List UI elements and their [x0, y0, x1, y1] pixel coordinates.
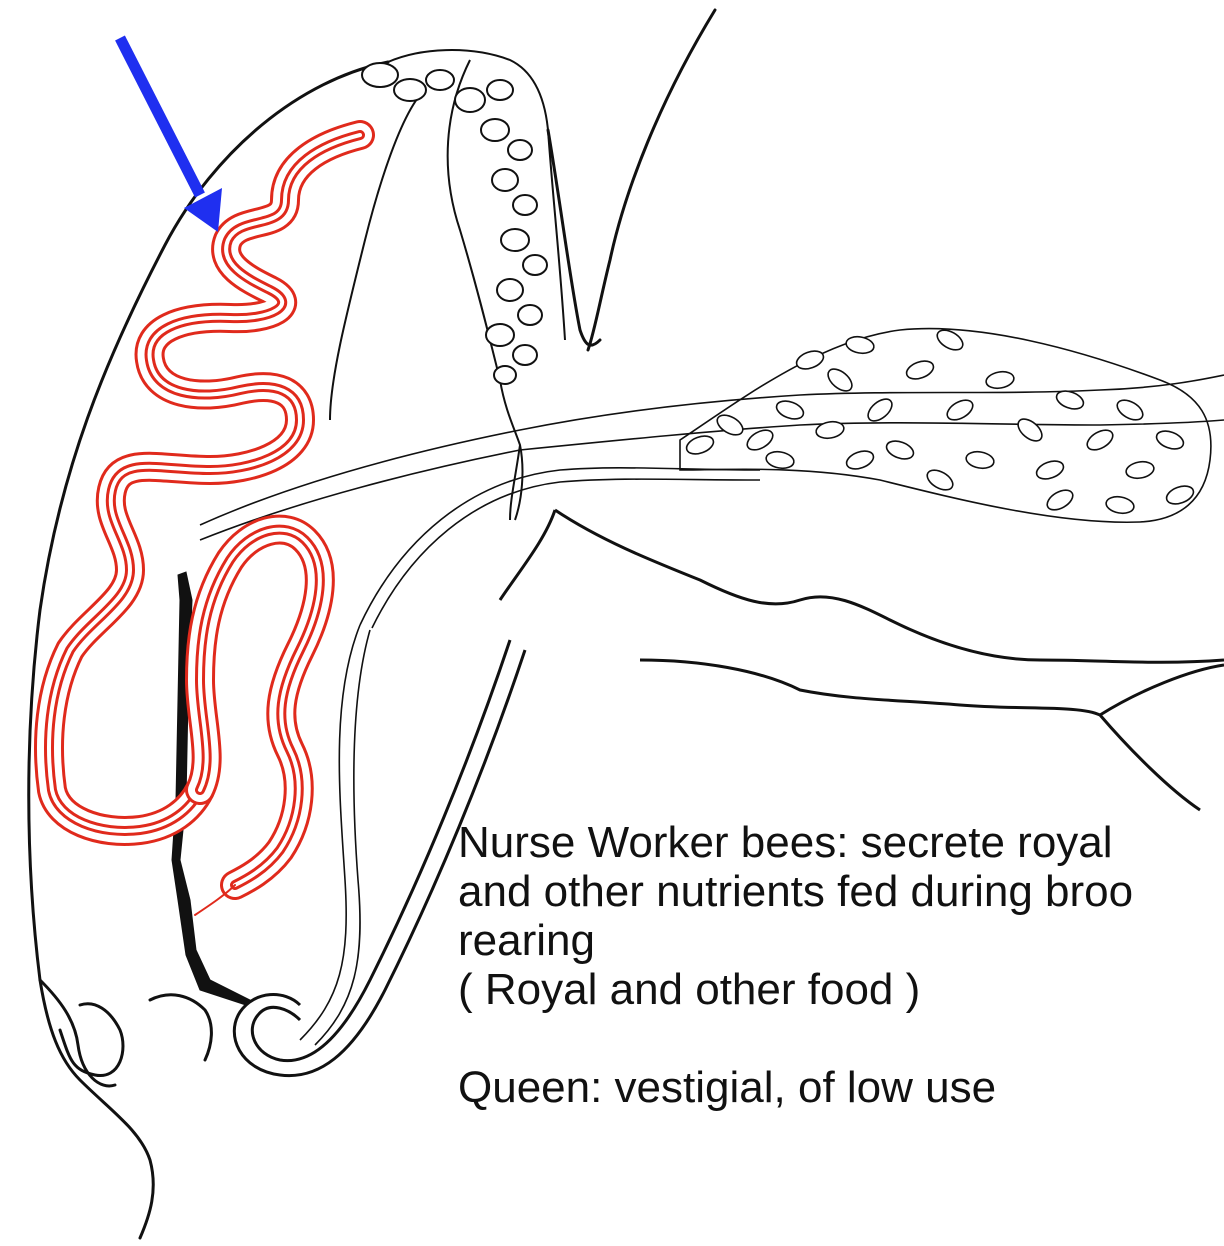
caption-line-1: Nurse Worker bees: secrete royal: [458, 818, 1224, 867]
caption-spacer: [458, 1014, 1224, 1063]
caption-line-5: Queen: vestigial, of low use: [458, 1063, 1224, 1112]
caption-line-3: rearing: [458, 916, 1224, 965]
caption-line-2: and other nutrients fed during broo: [458, 867, 1224, 916]
caption-line-4: ( Royal and other food ): [458, 965, 1224, 1014]
caption-block: Nurse Worker bees: secrete royal and oth…: [458, 818, 1224, 1112]
thoracic-gland: [680, 329, 1211, 523]
hypopharyngeal-gland: [49, 135, 360, 915]
gland-lobes-upper: [362, 63, 547, 384]
thoracic-gland-cells: [684, 326, 1196, 515]
thorax-outline: [500, 510, 1224, 810]
pointer-arrow: [120, 38, 222, 232]
head-back-outline: [548, 10, 715, 350]
